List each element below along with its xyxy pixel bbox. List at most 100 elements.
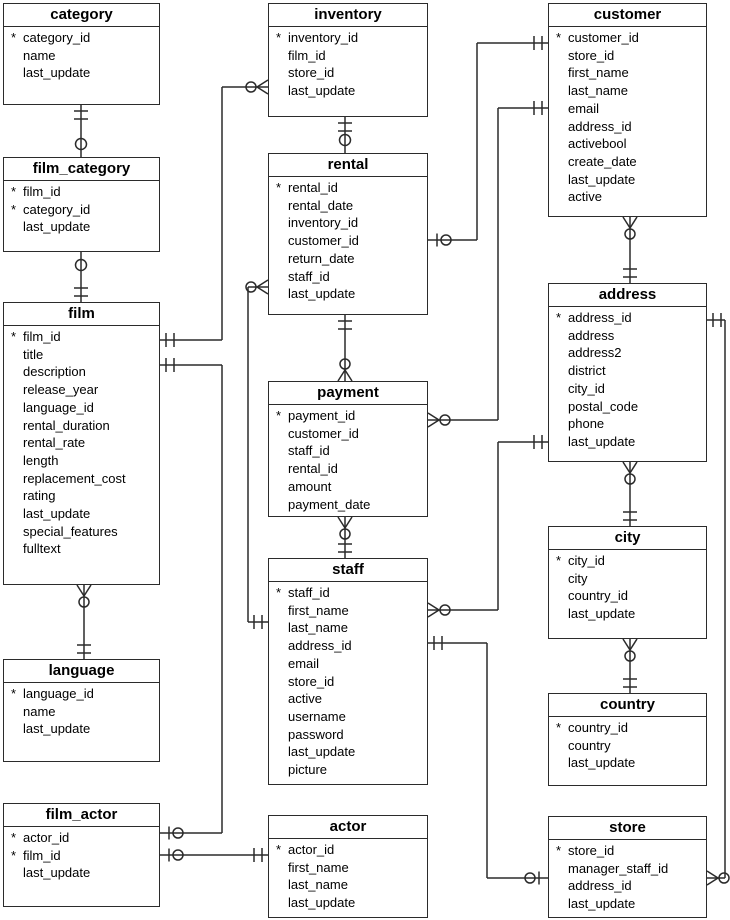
field-name: language_id: [23, 399, 94, 415]
field-row: store_id: [276, 64, 424, 82]
relationship-address-city: [622, 461, 638, 526]
field-row: replacement_cost: [11, 470, 156, 488]
pk-marker: *: [11, 201, 17, 217]
relationship-rental-staff: [245, 279, 269, 629]
relationship-film_actor-actor: [160, 848, 268, 862]
field-name: activebool: [568, 136, 627, 152]
field-row: manager_staff_id: [556, 860, 703, 878]
field-row: address_id: [276, 637, 424, 655]
relationship-payment-rental: [337, 315, 353, 382]
pk-marker: *: [11, 686, 17, 701]
field-row: last_update: [276, 743, 424, 761]
field-name: picture: [288, 762, 328, 778]
relationship-payment-customer: [427, 101, 548, 428]
field-name: country: [568, 737, 611, 753]
field-row: return_date: [276, 250, 424, 268]
field-name: store_id: [568, 843, 615, 858]
field-row: last_update: [556, 171, 703, 189]
relationship-payment-staff: [337, 516, 353, 558]
field-name: active: [288, 691, 322, 707]
field-name: city_id: [568, 380, 605, 396]
field-row: picture: [276, 761, 424, 779]
field-row: rental_date: [276, 197, 424, 215]
field-name: staff_id: [288, 443, 330, 459]
field-name: payment_date: [288, 496, 371, 512]
field-row: activebool: [556, 135, 703, 153]
field-name: last_update: [568, 171, 636, 187]
field-row: length: [11, 452, 156, 470]
relationship-rental-customer: [428, 36, 548, 247]
relationship-staff-address: [427, 435, 548, 618]
field-name: rental_rate: [23, 435, 86, 451]
field-row: *address_id: [556, 309, 703, 327]
field-row: *film_id: [11, 328, 156, 346]
field-name: active: [568, 189, 602, 205]
field-row: last_update: [11, 218, 156, 236]
field-row: inventory_id: [276, 214, 424, 232]
field-row: name: [11, 47, 156, 65]
field-name: first_name: [288, 859, 349, 875]
table-title: film_category: [4, 158, 159, 181]
field-name: store_id: [568, 47, 615, 63]
field-row: active: [556, 188, 703, 206]
pk-marker: *: [276, 408, 282, 423]
field-name: rating: [23, 488, 56, 504]
field-row: address_id: [556, 118, 703, 136]
field-row: fulltext: [11, 540, 156, 558]
field-row: last_name: [276, 619, 424, 637]
field-row: create_date: [556, 153, 703, 171]
field-row: rental_rate: [11, 434, 156, 452]
field-name: first_name: [288, 602, 349, 618]
field-name: rental_id: [288, 180, 338, 195]
field-name: address_id: [288, 638, 352, 654]
relationship-inventory-film: [160, 79, 269, 347]
pk-marker: *: [11, 847, 17, 863]
field-row: *actor_id: [276, 841, 424, 859]
field-row: store_id: [556, 47, 703, 65]
relationship-film_actor-film: [160, 358, 223, 840]
field-row: country: [556, 737, 703, 755]
field-row: district: [556, 362, 703, 380]
table-title: inventory: [269, 4, 427, 27]
field-name: actor_id: [23, 830, 70, 845]
relationship-customer-address: [622, 216, 638, 283]
pk-marker: *: [556, 30, 562, 45]
field-name: password: [288, 726, 344, 742]
field-name: last_update: [23, 219, 91, 235]
table-title: address: [549, 284, 706, 307]
table-title: film: [4, 303, 159, 326]
field-name: film_id: [288, 47, 326, 63]
field-name: country_id: [568, 720, 628, 735]
field-name: last_update: [568, 433, 636, 449]
field-row: staff_id: [276, 268, 424, 286]
pk-marker: *: [276, 180, 282, 195]
field-row: *language_id: [11, 685, 156, 703]
pk-marker: *: [276, 585, 282, 600]
field-name: first_name: [568, 65, 629, 81]
field-name: category_id: [23, 30, 91, 45]
field-name: length: [23, 452, 59, 468]
field-row: *inventory_id: [276, 29, 424, 47]
field-row: last_update: [11, 720, 156, 738]
field-name: address2: [568, 345, 622, 361]
field-name: city_id: [568, 553, 605, 568]
table-title: payment: [269, 382, 427, 405]
field-row: * payment_id: [276, 407, 424, 425]
pk-marker: *: [276, 30, 282, 45]
field-name: payment_id: [288, 408, 356, 423]
field-name: name: [23, 703, 56, 719]
field-name: return_date: [288, 250, 355, 266]
pk-marker: *: [276, 842, 282, 857]
